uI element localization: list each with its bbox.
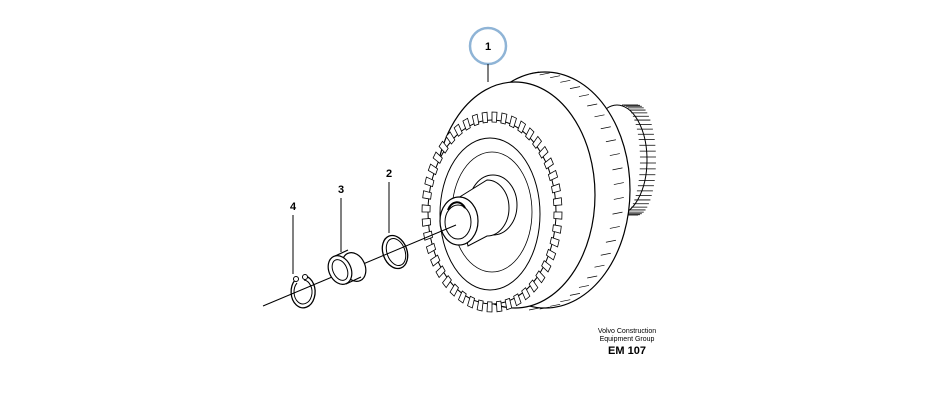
gear-tooth — [500, 112, 508, 125]
rim-hatch-line — [612, 167, 623, 171]
rim-hatch-line — [587, 103, 598, 107]
gear-tooth — [541, 260, 552, 273]
rim-hatch-line — [550, 75, 561, 79]
rim-hatch-line — [528, 307, 540, 311]
gear-tooth — [467, 295, 475, 309]
gear-tooth — [545, 248, 557, 261]
rim-hatch-line — [539, 306, 550, 310]
rim-hatch-line — [609, 226, 620, 229]
gear-tooth — [421, 204, 431, 213]
bushing-part-3[interactable] — [324, 249, 371, 288]
rear-gear-teeth — [622, 104, 656, 216]
callout-label-1[interactable]: 1 — [485, 41, 491, 53]
rim-hatch-line — [539, 72, 550, 76]
o-ring-part-2[interactable] — [378, 232, 412, 272]
gear-tooth — [425, 242, 437, 255]
rim-hatch-line — [569, 86, 581, 89]
rim-hatch-line — [605, 139, 616, 143]
gear-tooth — [491, 111, 498, 123]
gear-tooth — [513, 293, 522, 307]
rim-hatch-line — [560, 79, 571, 83]
rim-hatch-line — [560, 299, 571, 303]
gear-tooth — [517, 120, 527, 134]
rim-hatch-line — [613, 182, 624, 185]
gear-tooth — [424, 176, 435, 188]
rim-hatch-line — [578, 285, 590, 288]
gear-tooth — [462, 117, 471, 131]
gear-tooth — [521, 287, 531, 301]
rim-hatch-line — [578, 94, 590, 97]
gear-tooth — [438, 140, 449, 154]
gear-tooth — [532, 135, 543, 150]
hub-shaft — [439, 174, 518, 247]
gear-tooth — [471, 113, 480, 127]
gear-tooth — [476, 299, 484, 312]
gear-tooth — [528, 279, 539, 293]
snap-ring-part-4[interactable] — [290, 274, 316, 309]
rim-hatch-line — [569, 293, 581, 296]
callout-label-4[interactable]: 4 — [290, 201, 297, 213]
rim-hatch-line — [594, 114, 605, 118]
credit-group: Equipment Group — [600, 336, 655, 343]
credit-block: Volvo Construction Equipment Group EM 10… — [598, 328, 656, 357]
gear-tooth — [509, 115, 517, 129]
rim-hatch-line — [600, 252, 611, 256]
gear-tooth — [427, 163, 439, 176]
rim-hatch-line — [587, 275, 598, 279]
gear-tooth — [496, 300, 503, 313]
rim-hatch-line — [600, 126, 611, 130]
gear-tooth — [552, 224, 562, 234]
rim-hatch-line — [550, 303, 561, 307]
rim-hatch-line — [612, 211, 623, 215]
gear-tooth — [538, 145, 549, 159]
callout-label-3[interactable]: 3 — [338, 184, 344, 196]
ring-gear-teeth — [421, 111, 563, 313]
rim-hatch-line — [609, 153, 620, 156]
rim-hatch-line — [605, 239, 616, 243]
gear-tooth — [535, 270, 546, 284]
housing-rim-hatching — [528, 71, 624, 311]
gear-tooth — [551, 183, 561, 194]
callout-label-2[interactable]: 2 — [386, 168, 392, 180]
gear-tooth — [504, 297, 513, 311]
credit-company: Volvo Construction — [598, 328, 656, 335]
gear-tooth — [552, 197, 563, 207]
gear-tooth — [549, 236, 560, 248]
gear-tooth — [553, 211, 563, 220]
gear-tooth — [457, 290, 467, 304]
figure-code: EM 107 — [608, 345, 646, 357]
gear-tooth — [430, 254, 441, 267]
gear-tooth — [432, 151, 443, 164]
gear-tooth — [486, 301, 493, 313]
gear-tooth — [422, 190, 432, 200]
gear-tooth — [441, 274, 452, 289]
gear-tooth — [525, 127, 535, 141]
gear-tooth — [435, 265, 446, 279]
gear-tooth — [453, 123, 463, 137]
rim-hatch-line — [594, 264, 605, 268]
gear-tooth — [481, 111, 488, 124]
gear-tooth — [449, 283, 459, 297]
rim-hatch-line — [613, 197, 624, 200]
gear-tooth — [543, 157, 554, 170]
rim-hatch-line — [528, 71, 540, 75]
gear-tooth — [547, 169, 559, 182]
gear-tooth — [445, 131, 456, 145]
gear-tooth — [421, 217, 432, 227]
